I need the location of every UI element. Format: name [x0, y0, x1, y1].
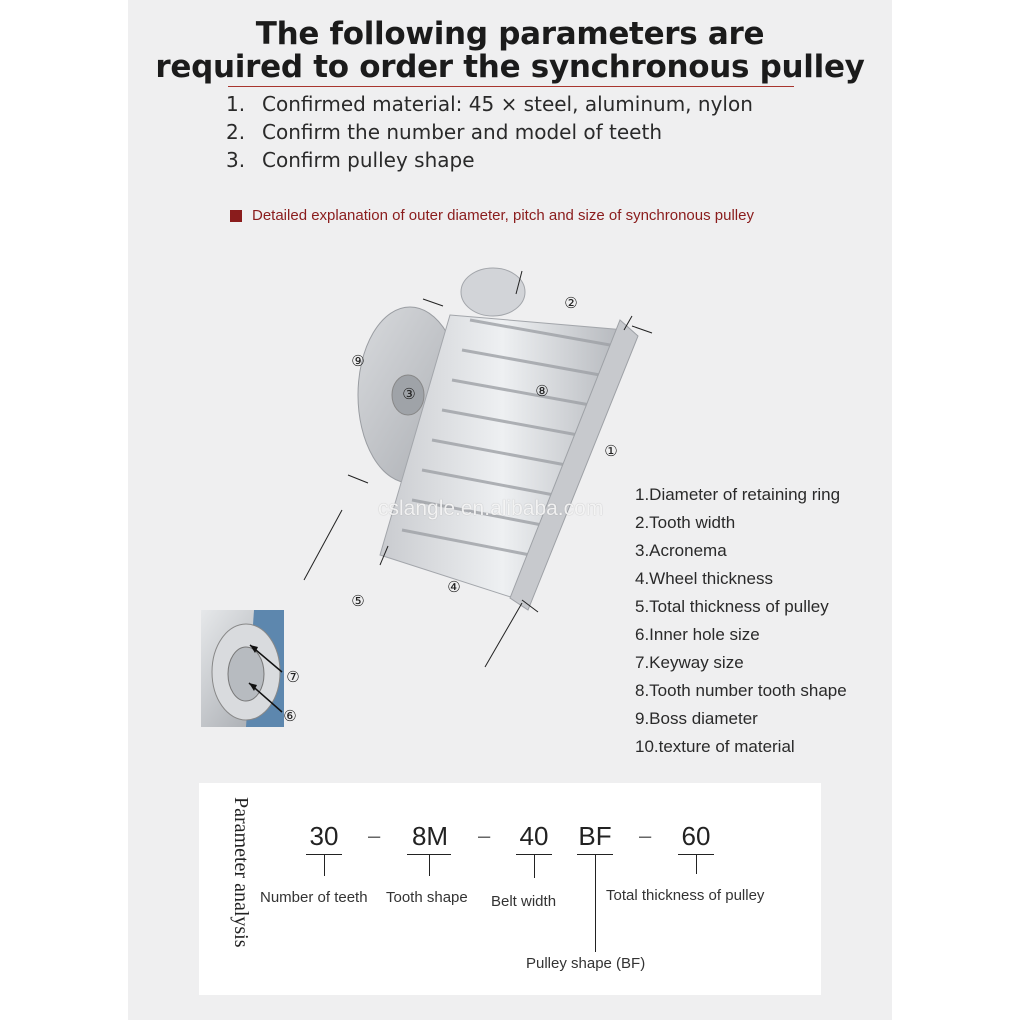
desc-thickness: Total thickness of pulley [606, 887, 765, 904]
callout-9: ⑨ [351, 352, 364, 370]
code-pulley: BF [578, 821, 612, 851]
title-divider [228, 86, 794, 87]
title-line-2: required to order the synchronous pulley [155, 49, 865, 85]
title-line-1: The following parameters are [255, 16, 765, 52]
connector-line [324, 854, 325, 876]
code-separator: – [368, 823, 381, 848]
pulley-body [357, 267, 639, 611]
code-thickness: 60 [681, 821, 711, 851]
requirement-item: 1. Confirmed material: 45 × steel, alumin… [226, 92, 753, 116]
code-shape: 8M [411, 821, 449, 851]
desc-pulley: Pulley shape (BF) [526, 955, 646, 972]
desc-teeth: Number of teeth [260, 889, 368, 906]
connector-line [696, 854, 697, 874]
list-item: 4.Wheel thickness [635, 569, 773, 588]
list-item: 6.Inner hole size [635, 625, 760, 644]
dimension-lines [303, 270, 653, 668]
requirement-number: 2. [226, 120, 246, 144]
requirement-number: 1. [226, 92, 246, 116]
callout-6: ⑥ [283, 707, 296, 725]
list-item: 3.Acronema [635, 541, 727, 560]
connector-line [595, 854, 596, 952]
requirement-text: Confirm pulley shape [262, 148, 475, 172]
callout-8: ⑧ [535, 382, 548, 400]
callout-3: ③ [402, 385, 415, 403]
list-item: 9.Boss diameter [635, 709, 758, 728]
list-item: 10.texture of material [635, 737, 795, 756]
note-bullet-icon [230, 210, 242, 222]
pulley-illustration: ② ⑨ ③ ⑧ ① ④ ⑤ ⑦ ⑥ [201, 267, 653, 727]
callout-5: ⑤ [351, 592, 364, 610]
code-width: 40 [519, 821, 549, 851]
page-title: The following parameters are required to… [0, 18, 1020, 84]
connector-line [534, 854, 535, 878]
connector-line [429, 854, 430, 876]
section-note: Detailed explanation of outer diameter, … [252, 207, 754, 224]
analysis-label: Parameter analysis [230, 797, 252, 948]
list-item: 7.Keyway size [635, 653, 744, 672]
watermark: cslangle.en.alibaba.com [378, 497, 604, 520]
list-item: 5.Total thickness of pulley [635, 597, 829, 616]
callout-2: ② [564, 294, 577, 312]
code-separator: – [639, 823, 652, 848]
desc-width: Belt width [491, 893, 557, 910]
requirement-number: 3. [226, 148, 246, 172]
bore-thumbnail [201, 610, 284, 727]
desc-shape: Tooth shape [386, 889, 468, 906]
callout-1: ① [604, 442, 617, 460]
parameter-list: 1.Diameter of retaining ring 2.Tooth wid… [635, 483, 847, 763]
callout-4: ④ [447, 578, 460, 596]
requirement-item: 2. Confirm the number and model of teeth [226, 120, 662, 144]
code-teeth: 30 [309, 821, 339, 851]
code-separator: – [478, 823, 491, 848]
requirement-text: Confirm the number and model of teeth [262, 120, 662, 144]
requirement-text: Confirmed material: 45 × steel, aluminum… [262, 92, 753, 116]
callout-7: ⑦ [286, 668, 299, 686]
list-item: 1.Diameter of retaining ring [635, 485, 841, 504]
list-item: 8.Tooth number tooth shape [635, 681, 847, 700]
list-item: 2.Tooth width [635, 513, 736, 532]
requirement-item: 3. Confirm pulley shape [226, 148, 475, 172]
parameter-analysis-box: Parameter analysis 30 – 8M – 40 BF – 60 … [199, 783, 821, 995]
